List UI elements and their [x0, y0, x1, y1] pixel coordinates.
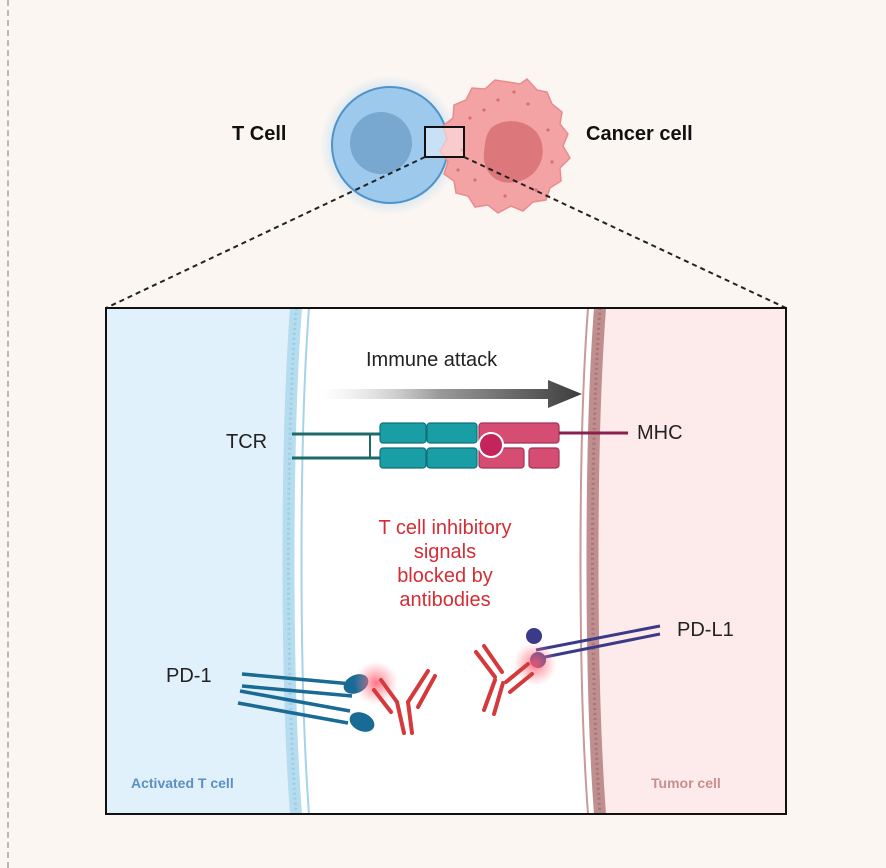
pd1-label: PD-1 [166, 665, 212, 687]
inhibitory-signals-text: T cell inhibitory signals blocked by ant… [330, 516, 560, 612]
inhibitory-text-line-2: signals [413, 541, 477, 563]
tcr-complex [292, 422, 478, 469]
zoom-connector-lines [105, 156, 787, 309]
page-left-dashed-border [7, 0, 9, 868]
activated-t-cell-label: Activated T cell [131, 775, 234, 791]
pdl1-label: PD-L1 [677, 619, 734, 641]
antibody-right [474, 642, 557, 716]
zoom-selection-box [424, 126, 465, 158]
mhc-label: MHC [637, 422, 683, 444]
tumor-cell-label: Tumor cell [651, 775, 721, 791]
immune-attack-label: Immune attack [366, 349, 498, 371]
immune-attack-arrow [322, 380, 582, 408]
t-cell-icon [320, 75, 460, 215]
tcr-label: TCR [226, 431, 268, 453]
antibody-left [354, 661, 437, 735]
zoom-panel-border [105, 307, 787, 815]
cancer-cell-label: Cancer cell [586, 123, 693, 145]
cancer-cell-icon [439, 78, 571, 214]
inhibitory-text-line-3: blocked by [397, 565, 493, 587]
mhc-complex [478, 422, 628, 469]
inhibitory-text-line-4: antibodies [399, 589, 491, 611]
t-cell-label: T Cell [232, 123, 287, 145]
pd1-receptor [237, 672, 375, 732]
inhibitory-text-line-1: T cell inhibitory [378, 517, 512, 539]
